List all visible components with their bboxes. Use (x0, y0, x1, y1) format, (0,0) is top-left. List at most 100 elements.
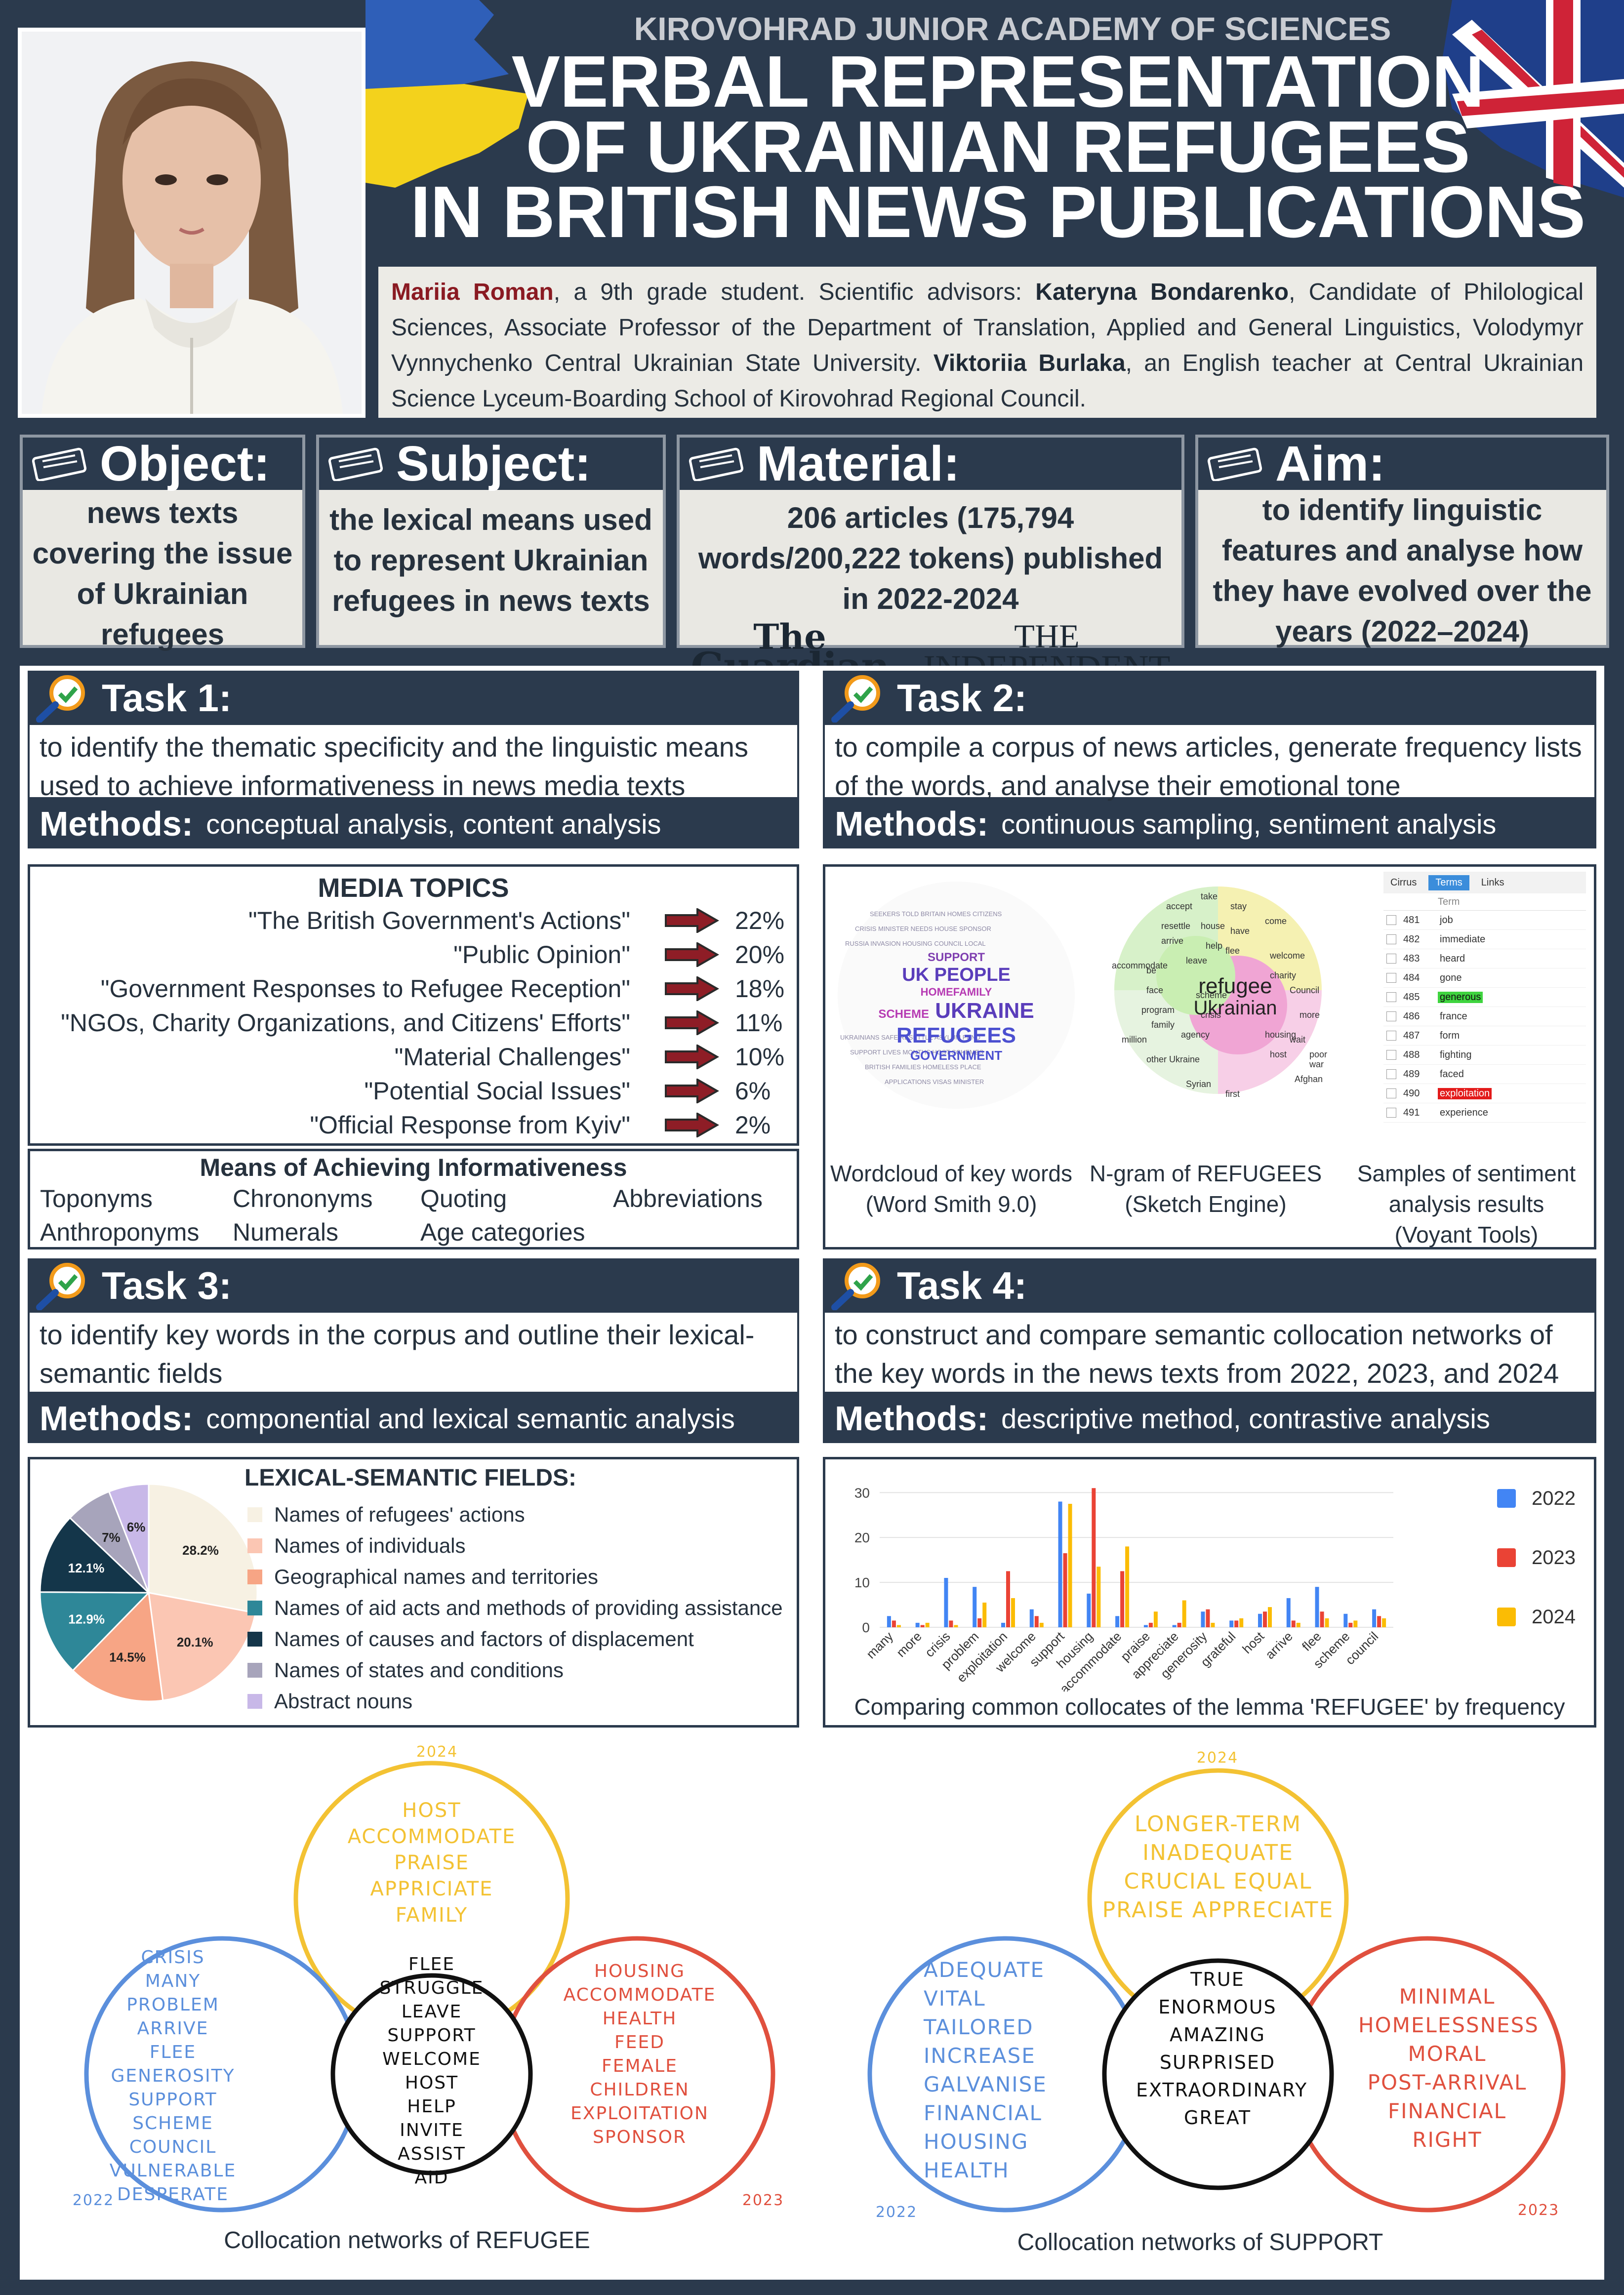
row-checkbox[interactable] (1386, 934, 1396, 944)
row-checkbox[interactable] (1386, 1011, 1396, 1021)
tab-links[interactable]: Links (1481, 877, 1504, 888)
object-title: Object: (100, 436, 270, 491)
magnifier-check-icon (36, 675, 85, 723)
voyant-row-term: generous (1438, 991, 1483, 1003)
ngram-center: refugee Ukrainian (1193, 974, 1277, 1019)
row-checkbox[interactable] (1386, 1069, 1396, 1079)
subject-card: Subject: the lexical means used to repre… (316, 435, 666, 648)
topic-label: "Government Responses to Refugee Recepti… (100, 974, 630, 1003)
bar-2022 (1058, 1501, 1062, 1627)
pie-slice-label: 14.5% (109, 1650, 146, 1664)
topic-row: "Government Responses to Refugee Recepti… (30, 971, 797, 1006)
row-checkbox[interactable] (1386, 954, 1396, 964)
ngram-word: have (1230, 926, 1250, 936)
row-checkbox[interactable] (1386, 973, 1396, 983)
task-3-methods: Methods:componential and lexical semanti… (28, 1394, 799, 1443)
ngram-word: other Ukraine (1146, 1054, 1200, 1064)
row-checkbox[interactable] (1386, 1088, 1396, 1098)
venn-word: FLEE (408, 1954, 455, 1974)
fields-title: LEXICAL-SEMANTIC FIELDS: (244, 1465, 576, 1491)
venn-word: PRAISE (394, 1852, 470, 1874)
row-checkbox[interactable] (1386, 915, 1396, 925)
row-checkbox[interactable] (1386, 992, 1396, 1002)
ngram-image (1114, 886, 1322, 1094)
ngram-word: leave (1186, 956, 1208, 966)
ngram-word: accommodate (1112, 961, 1168, 970)
voyant-row-term: gone (1440, 972, 1462, 983)
bar-2022 (973, 1587, 977, 1627)
row-checkbox[interactable] (1386, 1031, 1396, 1041)
lexical-fields-box: 28.2%20.1%14.5%12.9%12.1%7%6% LEXICAL-SE… (28, 1457, 799, 1728)
bar-2023 (892, 1620, 896, 1627)
venn-word: MANY (145, 1971, 201, 1991)
voyant-row-number: 486 (1403, 1010, 1420, 1022)
voyant-row-number: 484 (1403, 972, 1420, 983)
task-1-title: Task 1: (102, 676, 232, 720)
arrow-right-icon (665, 1112, 720, 1138)
task-2-section: Task 2: to compile a corpus of news arti… (823, 671, 1596, 848)
tab-terms[interactable]: Terms (1428, 875, 1469, 890)
means-item: Anthroponyms (40, 1218, 200, 1246)
voyant-row-number: 489 (1403, 1068, 1420, 1080)
venn-word: HEALTH (924, 2158, 1010, 2182)
legend-label: Abstract nouns (274, 1689, 413, 1713)
arrow-right-icon (665, 941, 720, 967)
ngram-word: charity (1270, 970, 1297, 980)
row-checkbox[interactable] (1386, 1108, 1396, 1118)
legend-swatch (1497, 1548, 1516, 1567)
venn-word: POST-ARRIVAL (1367, 2070, 1527, 2094)
magnifier-check-icon (36, 1263, 85, 1310)
venn-refugee-year-2024: 2024 (416, 1743, 458, 1761)
bar-2024 (1353, 1620, 1358, 1627)
task-2-caption: Wordcloud of key words(Word Smith 9.0) (825, 1158, 1077, 1250)
topic-row: "Potential Social Issues"6% (30, 1074, 797, 1108)
ngram-word: agency (1181, 1030, 1210, 1040)
bar-2024 (1268, 1607, 1272, 1627)
topic-label: "Material Challenges" (394, 1043, 630, 1071)
aim-card: Aim: to identify linguistic features and… (1195, 435, 1609, 648)
ngram-word: take (1201, 891, 1218, 901)
author-desc: , a 9th grade student. Scientific adviso… (553, 279, 1036, 305)
venn-word: FINANCIAL (924, 2101, 1042, 2125)
voyant-row-term: immediate (1440, 933, 1486, 945)
legend-swatch (247, 1662, 262, 1678)
venn-word: SPONSOR (592, 2127, 687, 2147)
venn-word: ADEQUATE (924, 1958, 1045, 1982)
venn-support-year-2023: 2023 (1517, 2202, 1560, 2219)
venn-word: STRUGGLE (379, 1978, 484, 1998)
voyant-row-number: 482 (1403, 933, 1420, 945)
aim-card-header: Aim: (1198, 436, 1606, 491)
task-2-title: Task 2: (897, 676, 1027, 720)
task-2-methods-text: continuous sampling, sentiment analysis (1001, 808, 1497, 840)
ngram-word: family (1151, 1020, 1175, 1030)
voyant-row-term: fighting (1440, 1049, 1472, 1060)
bar-2022 (1286, 1598, 1291, 1627)
venn-word: FEMALE (602, 2056, 678, 2076)
topic-row: "Material Challenges"10% (30, 1040, 797, 1074)
legend-swatch (247, 1507, 262, 1522)
topic-percent: 11% (735, 1008, 783, 1037)
y-tick-label: 10 (854, 1575, 870, 1590)
row-checkbox[interactable] (1386, 1050, 1396, 1060)
bar-2023 (1206, 1609, 1210, 1627)
tab-cirrus[interactable]: Cirrus (1390, 877, 1417, 888)
lexical-fields-pie: 28.2%20.1%14.5%12.9%12.1%7%6% (39, 1483, 258, 1702)
topic-row: "The British Government's Actions"22% (30, 903, 797, 937)
venn-word: HOST (405, 2073, 459, 2093)
y-tick-label: 30 (854, 1485, 870, 1500)
venn-word: CRUCIAL EQUAL (1124, 1869, 1312, 1894)
task-2-caption: N-gram of REFUGEES(Sketch Engine) (1077, 1158, 1334, 1250)
voyant-row-term: experience (1440, 1107, 1488, 1118)
pie-legend-item: Names of aid acts and methods of providi… (247, 1592, 783, 1623)
arrow-right-icon (665, 975, 720, 1002)
bar-2022 (1315, 1587, 1319, 1627)
